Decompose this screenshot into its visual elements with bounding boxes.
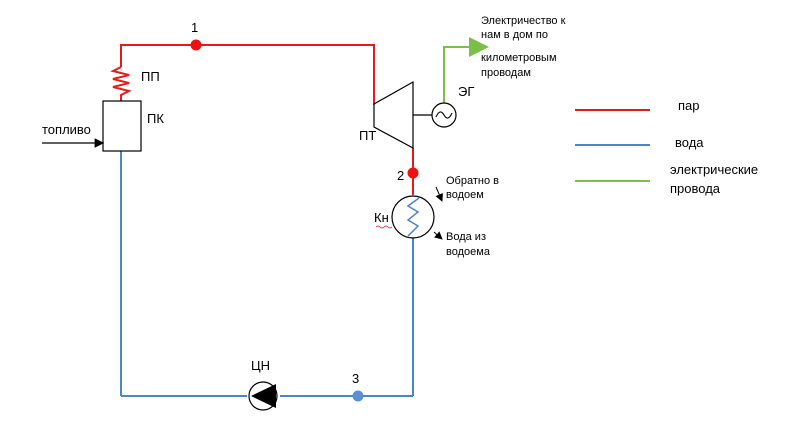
pump-label: ЦН (251, 358, 270, 373)
spellcheck-underline (375, 225, 393, 229)
electricity-note-line-4: проводам (481, 67, 531, 79)
steam-pipe-main (120, 44, 375, 105)
boiler-box (102, 100, 142, 152)
condenser-icon (391, 195, 435, 239)
water-intake-arrow (433, 231, 443, 240)
condenser-coil (406, 197, 420, 237)
water-intake-line-2: водоема (446, 246, 491, 258)
generator-label: ЭГ (458, 84, 474, 99)
water-return-note: Обратно в водоем (446, 175, 499, 201)
electricity-note-line-3: километровым (481, 52, 557, 64)
point-1-label: 1 (191, 20, 198, 35)
point-3-label: 3 (352, 371, 359, 386)
water-intake-note: Вода из водоема (446, 231, 491, 258)
point-2-label: 2 (397, 168, 404, 183)
water-return-arrow (435, 186, 443, 202)
electricity-note: Электричество к нам в дом по километровы… (481, 15, 566, 79)
water-return-line-1: Обратно в (446, 175, 499, 187)
electricity-note-line-1: Электричество к (481, 15, 566, 27)
generator-sine (435, 111, 453, 119)
node-3 (352, 390, 364, 402)
legend-label-steam: пар (678, 98, 700, 113)
node-2 (407, 167, 419, 179)
superheater-coil (110, 66, 132, 101)
water-pipes (120, 151, 414, 397)
legend-label-electric-2: провода (670, 181, 721, 196)
fuel-label: топливо (42, 122, 91, 137)
legend: пар вода электрические провода (575, 98, 758, 196)
pump-triangle (251, 384, 276, 408)
condenser-label: Кн (374, 210, 389, 225)
water-intake-line-1: Вода из (446, 231, 486, 243)
electric-wire (443, 37, 489, 104)
turbine-shape (373, 80, 414, 150)
node-1 (190, 39, 202, 51)
superheater-label: ПП (141, 69, 160, 84)
legend-label-electric-1: электрические (670, 162, 758, 177)
turbine-label: ПТ (359, 128, 376, 143)
water-return-line-2: водоем (446, 189, 484, 201)
electricity-note-line-2: нам в дом по (481, 29, 548, 41)
boiler-label: ПК (147, 111, 164, 126)
legend-label-water: вода (675, 135, 704, 150)
